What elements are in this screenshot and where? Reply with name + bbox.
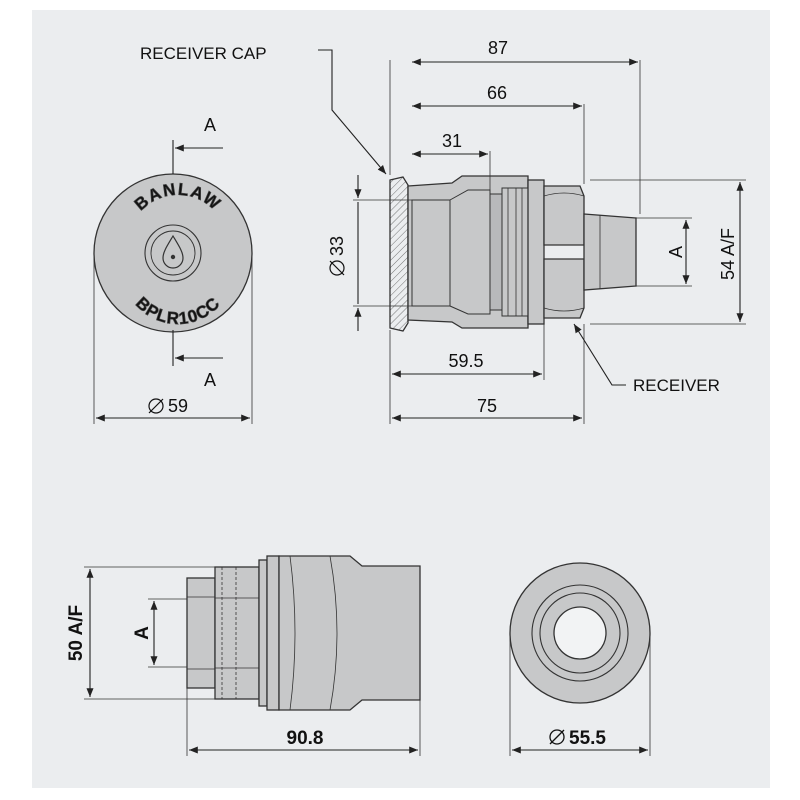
end-view-bore [553, 606, 607, 660]
diameter-symbol-icon [148, 398, 164, 414]
cap-front-view: BANLAW BPLR10CC A A 59 [93, 115, 253, 424]
dim-908-label: 90.8 [287, 728, 324, 749]
dim-54af-label: 54 A/F [718, 228, 738, 280]
dim-31-label: 31 [442, 131, 462, 151]
end-view-diameter-value: 55.5 [569, 728, 606, 749]
drop-logo-icon [162, 234, 184, 269]
receiver-hex-nut [527, 179, 545, 325]
dim-66-label: 66 [487, 83, 507, 103]
section-marker-top: A [204, 115, 216, 135]
receiver-cap-section [389, 176, 409, 332]
dim-595-label: 59.5 [448, 351, 483, 371]
side-view-assembly: 87 66 31 33 A 54 A/F [140, 38, 746, 424]
cap-diameter-value: 59 [168, 396, 188, 416]
bottom-end-view: 55.5 [509, 562, 651, 756]
dim-a-bottom-label: A [132, 626, 153, 640]
dim-87-label: 87 [488, 38, 508, 58]
end-view-diameter-icon [549, 729, 565, 745]
callout-receiver: RECEIVER [633, 376, 720, 395]
nozzle-hex [186, 577, 216, 689]
section-marker-bottom: A [204, 370, 216, 390]
dim-33-diameter-icon [329, 260, 345, 276]
receiver-nozzle [583, 213, 637, 291]
dim-33-label: 33 [327, 236, 347, 256]
receiver-body-side [278, 555, 421, 711]
dim-50af-label: 50 A/F [66, 605, 87, 661]
dim-a-right-label: A [666, 246, 686, 258]
dim-75-label: 75 [477, 396, 497, 416]
callout-receiver-cap: RECEIVER CAP [140, 44, 267, 63]
bottom-side-view: 50 A/F A 90.8 [66, 555, 421, 756]
